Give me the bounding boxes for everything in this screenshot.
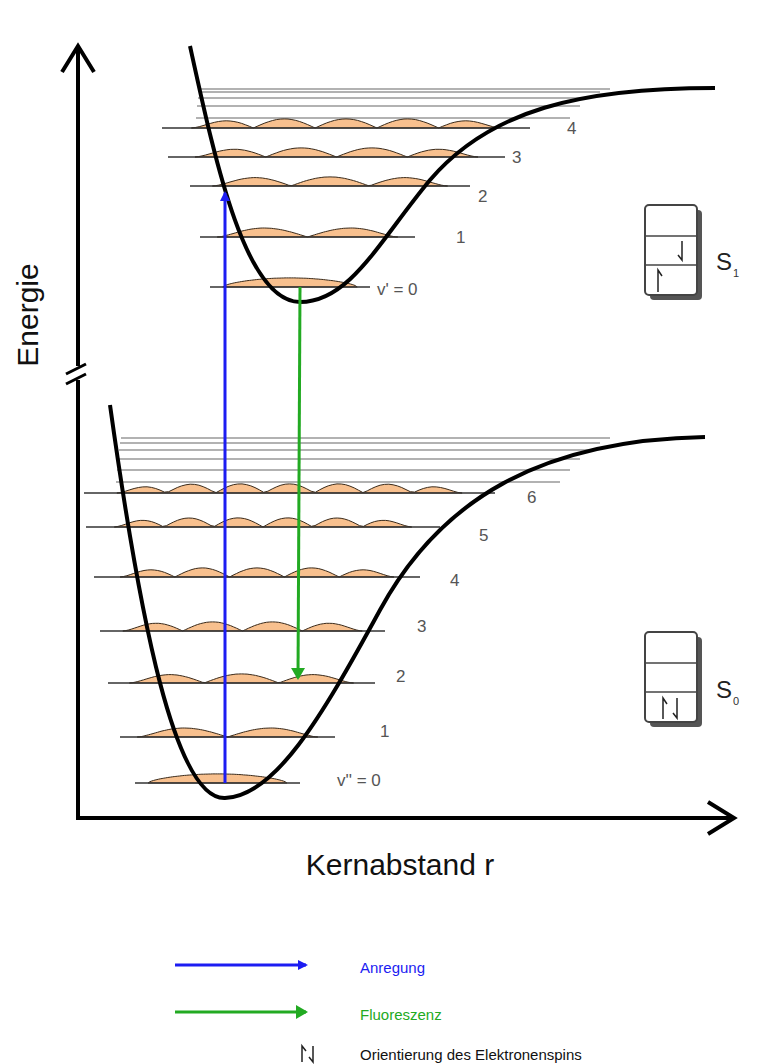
state-symbol: S [716,678,732,702]
vibrational-level [94,576,420,578]
vibrational-number: 4 [450,572,459,589]
state-subscript: 0 [733,696,739,707]
continuum-line [118,458,580,460]
continuum-line [120,442,600,444]
vibrational-level [200,236,415,238]
continuum-line [200,88,610,90]
vibrational-level [86,526,440,528]
continuum-line [121,437,610,439]
axis-label: Energie [13,263,43,366]
state-symbol: S [716,250,732,274]
axis-break [66,364,90,384]
continuum-line [199,91,600,93]
continuum-line [119,449,590,451]
legend-samples [175,965,313,1062]
orbital-box-s1 [645,205,702,300]
wavefunction [114,518,411,527]
state-subscript: 1 [733,268,739,279]
legend-text: Anregung [360,960,425,975]
vibrational-number: 5 [479,527,488,544]
fluorescence-arrow [298,287,300,678]
wavefunction [120,568,394,577]
axes [62,46,734,834]
wavefunction [117,484,462,493]
wavefunction [223,278,357,287]
vibrational-number: 1 [456,229,465,246]
continuum-line [198,97,590,99]
vibrational-level [108,682,375,684]
vibrational-number: 4 [567,120,576,137]
vibrational-wavefunctions [84,119,530,783]
vibrational-number: 3 [417,618,426,635]
wavefunction [191,119,500,128]
excitation-arrow [224,193,227,783]
vibrational-number: v' = 0 [377,281,418,298]
legend-text: Fluoreszenz [360,1007,442,1022]
vibrational-number: 2 [478,188,487,205]
wavefunction [195,148,478,157]
vibrational-number: 1 [380,723,389,740]
vibrational-number: 3 [512,149,521,166]
vibrational-number: v'' = 0 [337,772,381,789]
continuum-line [116,481,560,483]
wavefunction [123,622,362,631]
potential-curves [110,46,715,798]
vibrational-number: 2 [396,668,405,685]
continuum-lines [116,89,610,482]
vibrational-level [84,492,495,494]
vibrational-level [210,286,370,288]
vibrational-level [100,630,385,632]
wavefunction [137,728,318,737]
axis-label: Kernabstand r [306,850,494,880]
orbital-box-s0 [645,632,702,727]
legend-text: Orientierung des Elektronenspins [360,1047,582,1062]
wavefunction [217,228,398,237]
vibrational-number: 6 [527,489,536,506]
continuum-line [117,469,570,471]
continuum-line [197,105,580,107]
wavefunction [129,674,353,683]
vibrational-level [162,127,530,129]
vibrational-level [135,782,300,784]
wavefunction [212,177,447,186]
